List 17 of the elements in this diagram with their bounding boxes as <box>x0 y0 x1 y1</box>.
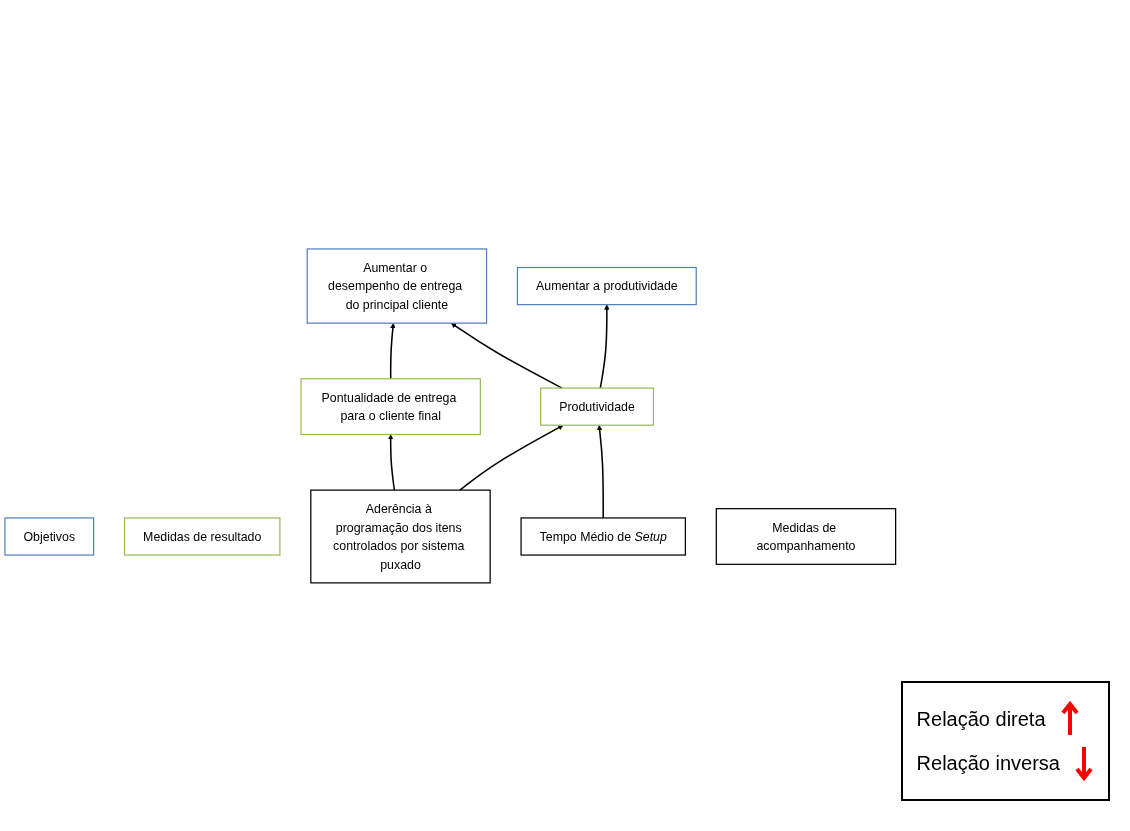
node-box: Medidas de resultado <box>123 516 281 556</box>
arrow <box>451 322 563 389</box>
node-box: Aderência à programação dos itens controlados por sistema puxado <box>310 489 491 584</box>
arrow <box>459 424 564 491</box>
arrow <box>389 322 396 380</box>
node-box: Produtividade <box>540 387 655 426</box>
node-box: Tempo Médio de Setup <box>520 516 686 556</box>
arrow <box>596 424 604 519</box>
node-box: Medidas de acompanhamento <box>715 507 897 565</box>
node-box: Aumentar o desempenho de entrega do principal cliente <box>306 247 488 324</box>
node-box: Aumentar a produtividade <box>516 266 697 305</box>
node-box: Objetivos <box>4 516 95 556</box>
legend-label: Relação direta <box>916 707 1046 731</box>
node-box: Pontualidade de entrega para o cliente final <box>300 377 481 435</box>
legend-label: Relação inversa <box>916 751 1060 775</box>
arrow <box>387 433 396 491</box>
arrow <box>599 303 610 389</box>
